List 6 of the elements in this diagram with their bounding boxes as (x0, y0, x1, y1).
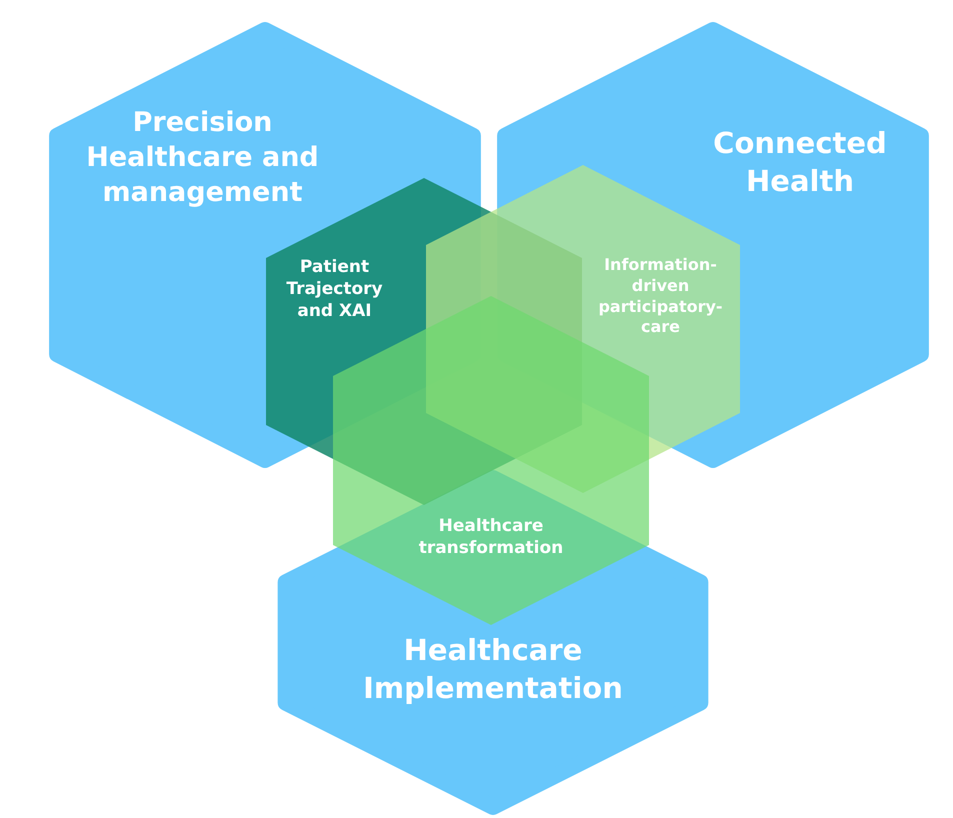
overlap-label: Healthcare transformation (418, 515, 564, 560)
area-title: Connected Health (712, 125, 888, 200)
overlap-label: Information-driven participatory-care (597, 255, 724, 338)
area-title: Healthcare Implementation (362, 632, 624, 707)
overlap-label: Patient Trajectory and XAI (285, 256, 384, 322)
area-title: Precision Healthcare and management (85, 106, 320, 210)
